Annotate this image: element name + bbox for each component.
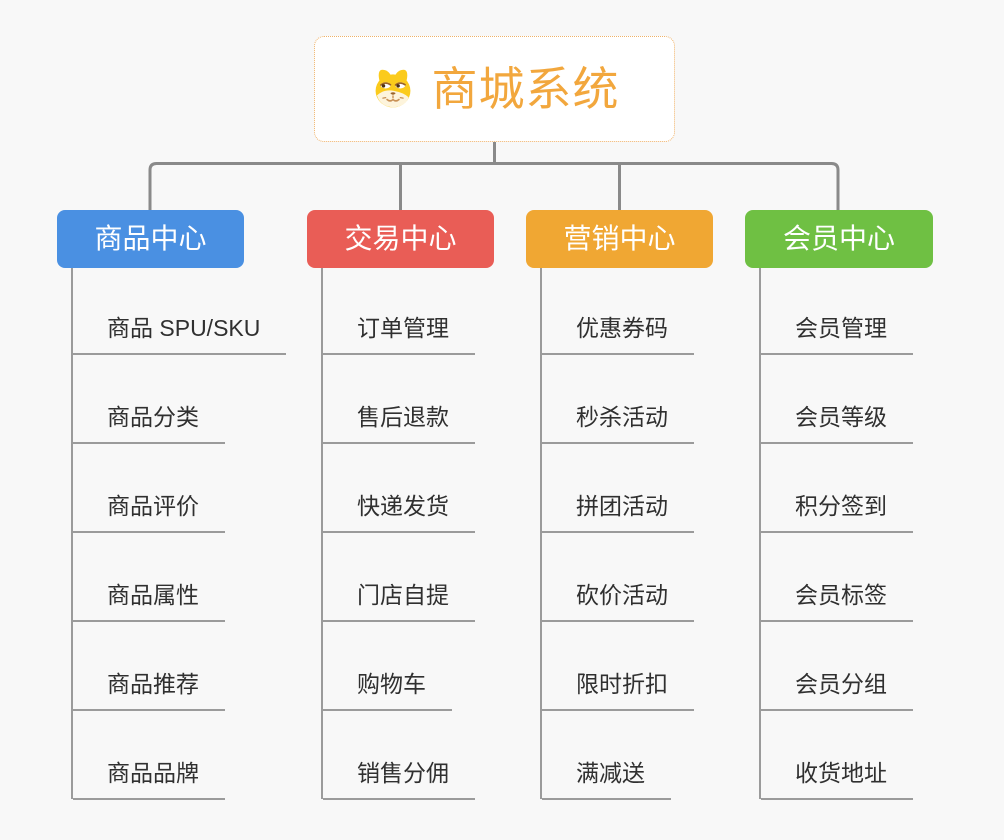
leaf-node[interactable]: 会员分组: [761, 673, 913, 711]
leaf-node[interactable]: 售后退款: [323, 406, 475, 444]
leaf-node[interactable]: 优惠券码: [542, 317, 694, 355]
leaf-node[interactable]: 秒杀活动: [542, 406, 694, 444]
leaf-node[interactable]: 门店自提: [323, 584, 475, 622]
root-node-title: 商城系统: [431, 63, 620, 115]
branch-column-marketing: 优惠券码 秒杀活动 拼团活动 砍价活动 限时折扣 满减送: [540, 268, 772, 800]
leaf-node[interactable]: 商品评价: [73, 495, 225, 533]
leaf-node[interactable]: 砍价活动: [542, 584, 694, 622]
branch-connector-lines: [148, 142, 840, 210]
leaf-node[interactable]: 会员标签: [761, 584, 913, 622]
leaf-node[interactable]: 商品推荐: [73, 673, 225, 711]
leaf-node[interactable]: 收货地址: [761, 762, 913, 800]
branch-column-member: 会员管理 会员等级 积分签到 会员标签 会员分组 收货地址: [759, 268, 991, 800]
leaf-node[interactable]: 商品品牌: [73, 762, 225, 800]
leaf-node[interactable]: 快递发货: [323, 495, 475, 533]
leaf-node[interactable]: 会员管理: [761, 317, 913, 355]
branch-column-trade: 订单管理 售后退款 快递发货 门店自提 购物车 销售分佣: [321, 268, 553, 800]
leaf-node[interactable]: 会员等级: [761, 406, 913, 444]
leaf-node[interactable]: 商品分类: [73, 406, 225, 444]
branch-column-product: 商品 SPU/SKU 商品分类 商品评价 商品属性 商品推荐 商品品牌: [71, 268, 303, 800]
leaf-node[interactable]: 销售分佣: [323, 762, 475, 800]
leaf-node[interactable]: 订单管理: [323, 317, 475, 355]
branch-node-trade-center[interactable]: 交易中心: [307, 210, 494, 268]
leaf-node[interactable]: 满减送: [542, 762, 671, 800]
leaf-node[interactable]: 商品 SPU/SKU: [73, 317, 287, 355]
branch-node-member-center[interactable]: 会员中心: [745, 210, 933, 268]
branch-node-product-center[interactable]: 商品中心: [57, 210, 244, 268]
leaf-node[interactable]: 限时折扣: [542, 673, 694, 711]
leaf-node[interactable]: 积分签到: [761, 495, 913, 533]
leaf-node[interactable]: 拼团活动: [542, 495, 694, 533]
dog-face-icon: [375, 69, 410, 108]
branch-node-marketing-center[interactable]: 营销中心: [526, 210, 713, 268]
root-node-mall-system[interactable]: 商城系统: [314, 36, 675, 142]
leaf-node[interactable]: 购物车: [323, 673, 452, 711]
leaf-node[interactable]: 商品属性: [73, 584, 225, 622]
